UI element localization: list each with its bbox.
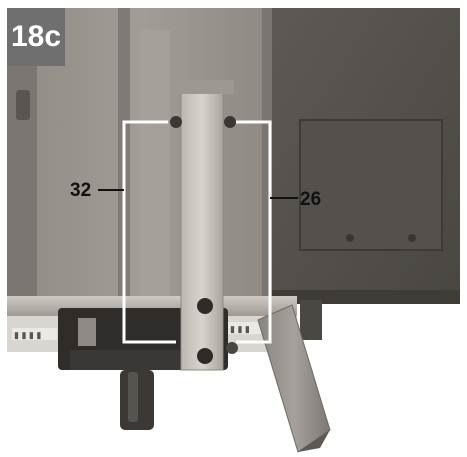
svg-text:▮ ▮ ▮ ▮: ▮ ▮ ▮ ▮ — [14, 330, 41, 340]
callout-26: 26 — [300, 189, 322, 210]
figure-number-badge: 18c — [7, 8, 65, 66]
svg-text:▮ ▮ ▮: ▮ ▮ ▮ — [230, 324, 250, 334]
callout-32: 32 — [70, 180, 92, 201]
